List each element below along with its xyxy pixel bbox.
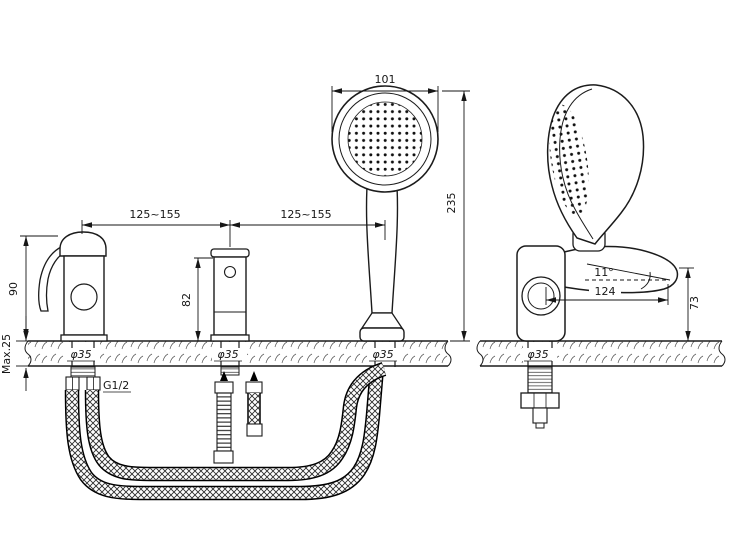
diverter-front-view xyxy=(210,248,250,342)
label-halo xyxy=(367,348,400,361)
handshower-spray-face xyxy=(347,101,423,177)
deck-section-side-view xyxy=(476,340,726,367)
mixer-cap xyxy=(59,231,107,257)
hole-label-mixer: φ35 xyxy=(70,348,91,361)
mixer-front-view xyxy=(37,231,108,342)
flow-arrow-up-right xyxy=(250,371,258,381)
diverter-base-flange xyxy=(210,334,250,342)
handshower-face-dots-side xyxy=(549,104,589,216)
diverter-cap xyxy=(210,248,250,258)
escutcheon-ring-inner xyxy=(527,282,555,310)
spout-escutcheon xyxy=(516,245,566,342)
flex-hose-inner xyxy=(84,362,387,482)
handshower-base-plate xyxy=(359,327,405,342)
handshower-face-contour xyxy=(559,88,594,240)
handshower-cone xyxy=(360,312,404,329)
dim-deck-thickness-label: Max.25 xyxy=(0,334,13,374)
dim-spout-angle-label: 11° xyxy=(594,266,614,279)
handshower-handle xyxy=(365,171,399,314)
label-halo xyxy=(212,348,245,361)
deck-break-left-side xyxy=(476,340,484,367)
diverter-tail-nut-right xyxy=(245,381,263,394)
spout-tail-piece xyxy=(532,407,548,424)
diverter-tail-nut-left xyxy=(214,381,234,394)
handshower-front-view xyxy=(331,85,439,342)
label-halo xyxy=(65,348,98,361)
side-view xyxy=(516,84,679,429)
mixer-base-flange xyxy=(60,334,108,342)
hole-label-shower: φ35 xyxy=(372,348,393,361)
deck-break-right-side xyxy=(718,340,726,367)
label-halo xyxy=(589,286,621,297)
spout-body-side xyxy=(563,245,679,294)
escutcheon-ring-outer xyxy=(521,276,561,316)
under-deck-plumbing xyxy=(64,362,387,501)
deck-break-left xyxy=(24,340,32,367)
spout-outlet-arc xyxy=(640,271,651,290)
thread-size-label: G1/2 xyxy=(103,379,129,392)
diverter-knob-detail xyxy=(223,265,237,279)
dim-head-width-label: 101 xyxy=(375,73,396,86)
mixer-threaded-shank xyxy=(70,366,96,378)
mixer-body-ring xyxy=(70,283,98,311)
flex-hose-outer xyxy=(64,366,385,501)
dim-spout-reach-label: 124 xyxy=(595,285,616,298)
dimension-annotations: 101 235 125~155 125~155 90 Max.25 82 11° xyxy=(0,73,701,391)
mixer-body xyxy=(63,255,105,336)
diverter-threaded-shank xyxy=(220,366,240,376)
deck-hatch-side xyxy=(480,341,722,366)
dim-outlet-height-label: 73 xyxy=(688,296,701,310)
dim-mixer-height-label: 90 xyxy=(7,282,20,296)
hole-label-spout: φ35 xyxy=(527,348,548,361)
spout-mounting-nut xyxy=(520,392,560,409)
flow-arrow-up-left xyxy=(220,371,228,381)
diverter-stub-connector xyxy=(246,423,263,437)
diverter-coil-hose xyxy=(216,392,232,452)
hole-label-diverter: φ35 xyxy=(217,348,238,361)
deck-break-right xyxy=(444,340,452,367)
spout-threaded-shank xyxy=(527,366,553,394)
dim-diverter-height-label: 82 xyxy=(180,293,193,307)
label-halo xyxy=(522,348,555,361)
angle-line xyxy=(586,263,671,281)
diverter-body xyxy=(213,256,247,336)
hole-labels: φ35 φ35 φ35 φ35 G1/2 xyxy=(65,348,555,393)
mixer-lever-handle xyxy=(37,246,66,312)
dim-spacing-left-label: 125~155 xyxy=(129,208,180,221)
dim-spacing-right-label: 125~155 xyxy=(280,208,331,221)
diverter-coil-connector xyxy=(213,450,234,464)
spout-tail-end xyxy=(535,422,545,429)
dim-overall-height-label: 235 xyxy=(445,193,458,214)
